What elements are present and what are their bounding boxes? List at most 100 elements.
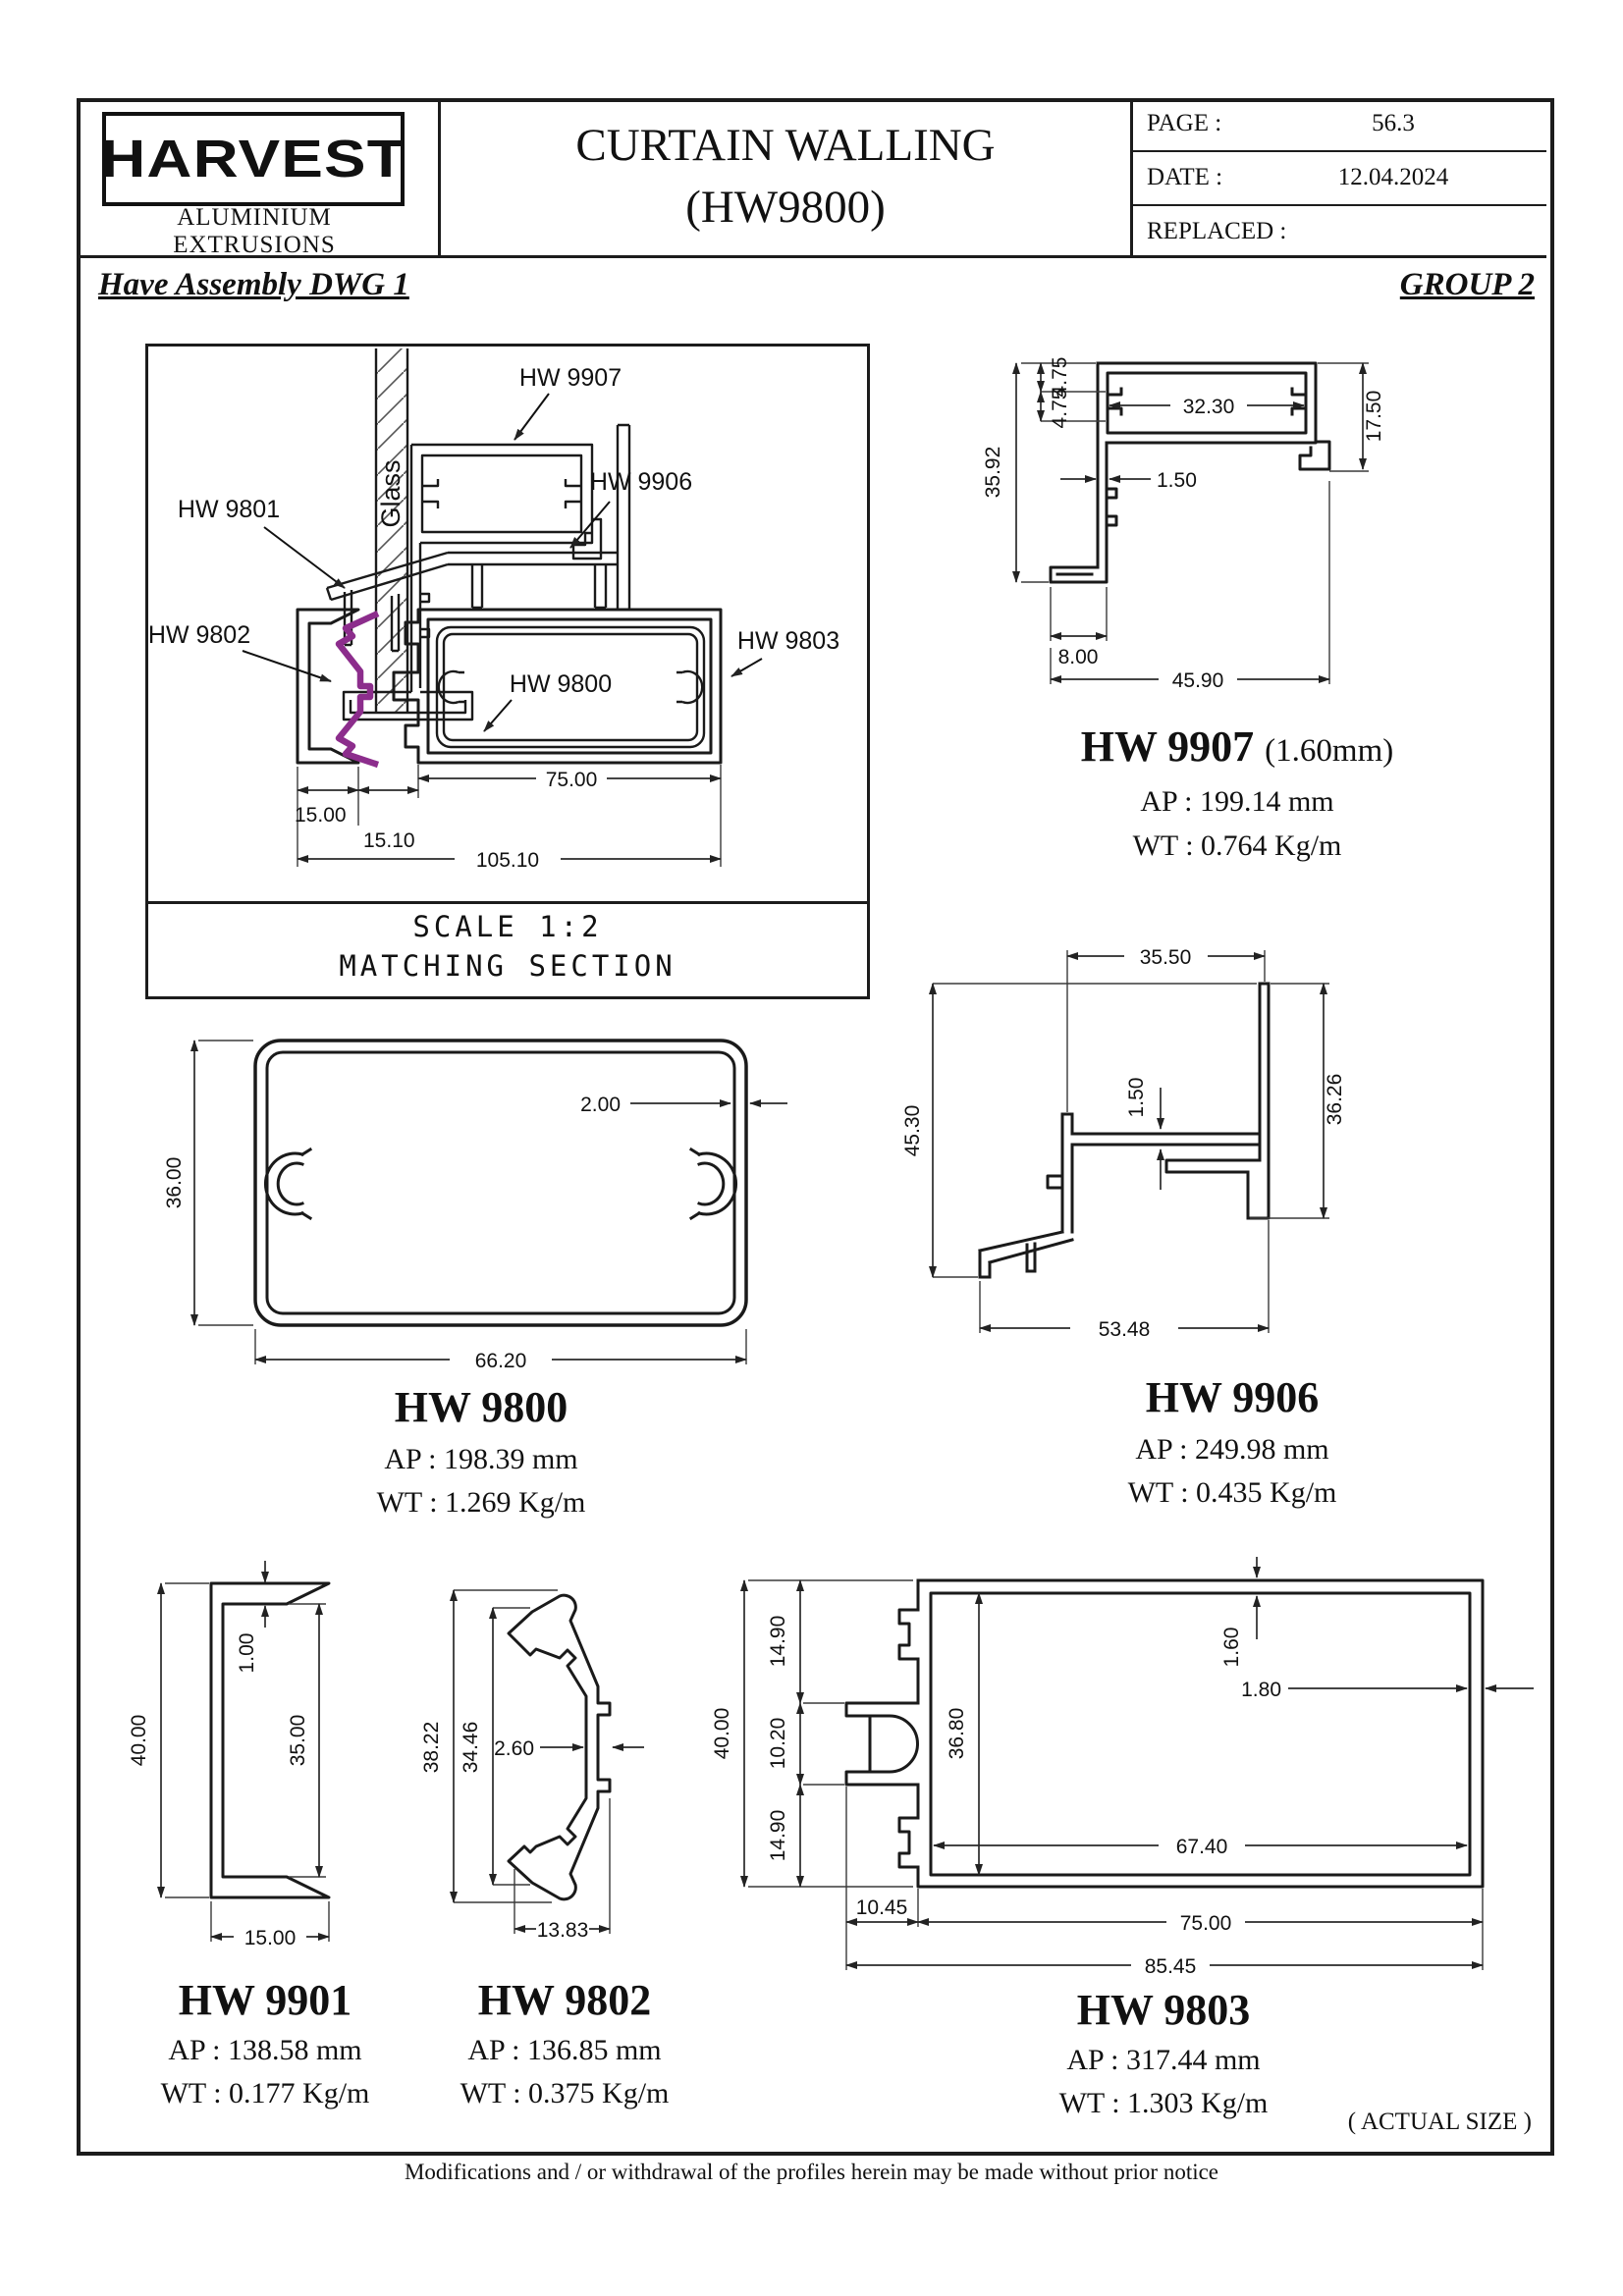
hw9907-dim-wall2: 4.75 [1049,389,1071,429]
assembly-hw9803-profile [392,608,723,765]
hw9906-dim-right: 36.26 [1324,1074,1346,1126]
page-title-line2: (HW9800) [685,182,886,233]
hw9802-dim-outer: 38.22 [422,1722,443,1774]
hw9907-dim-wall: 1.50 [1157,469,1197,492]
hw9803-dim-inner-w: 67.40 [1176,1836,1228,1858]
hw9907-drawing: 35.92 4.75 4.75 32.30 17.50 1.50 8.00 45… [982,357,1385,692]
assembly-hw9906-profile [325,423,631,653]
hw9906-dim-left: 45.30 [903,1105,924,1157]
assembly-label-hw9800: HW 9800 [510,670,612,698]
title-cell: CURTAIN WALLING (HW9800) [441,98,1133,255]
date-value: 12.04.2024 [1337,164,1449,190]
hw9803-drawing: 40.00 14.90 10.20 14.90 36.80 1.60 1.80 … [711,1557,1534,1978]
hw9800-extension-lines [198,1040,747,1364]
assembly-extension-lines [297,765,722,867]
hw9906-title: HW 9906 [1145,1373,1320,1421]
assembly-dim-15: 15.00 [295,804,347,827]
hw9901-drawing: 40.00 1.00 35.00 15.00 [128,1561,331,1949]
hw9802-dim-inner: 34.46 [460,1722,482,1774]
page-label: PAGE : [1147,110,1222,136]
hw9803-dim-mid: 10.20 [767,1718,789,1770]
hw9907-dim-wall1: 4.75 [1049,357,1071,398]
group-label: GROUP 2 [1399,267,1535,302]
page-title-line1: CURTAIN WALLING [575,119,996,171]
hw9800-dim-width: 66.20 [475,1350,527,1372]
page-border [77,98,1554,2156]
replaced-label: REPLACED : [1147,218,1287,244]
hw9901-dim-wall: 1.00 [236,1633,258,1674]
hw9803-dim-bottom: 14.90 [767,1810,789,1862]
hw9800-profile [253,1039,748,1327]
logo-box: HARVEST [100,112,406,206]
hw9901-title: HW 9901 [178,1976,352,2024]
assembly-label-hw9907: HW 9907 [519,364,622,392]
hw9906-drawing: 35.50 45.30 1.50 36.26 53.48 [903,946,1346,1341]
hw9802-extension-lines [454,1589,611,1934]
assembly-label-hw9802: HW 9802 [148,621,250,649]
assembly-hw9801-profile [296,608,360,765]
scale-caption-box: SCALE 1:2 MATCHING SECTION [148,901,867,996]
hw9906-dim-wall: 1.50 [1125,1078,1148,1118]
assembly-hw9802-profile [335,611,380,769]
page-value: 56.3 [1372,110,1415,136]
hw9802-drawing: 38.22 34.46 2.60 13.83 [422,1589,644,1942]
hw9803-dim-height: 40.00 [711,1708,733,1760]
date-label: DATE : [1147,164,1223,190]
assembly-label-hw9803: HW 9803 [737,627,839,655]
hw9800-dim-lines [190,1040,787,1363]
meta-date-row: DATE : 12.04.2024 [1133,152,1546,204]
hw9907-dim-foot: 8.00 [1058,646,1099,668]
hw9802-ap: AP : 136.85 mm [467,2034,662,2066]
hw9901-extension-lines [165,1582,330,1942]
logo-cell: HARVEST ALUMINIUM EXTRUSIONS [77,98,441,258]
header: HARVEST ALUMINIUM EXTRUSIONS CURTAIN WAL… [77,98,1546,258]
hw9803-profile [844,1578,1485,1889]
hw9901-ap: AP : 138.58 mm [168,2034,362,2066]
hw9901-dim-width: 15.00 [244,1927,297,1949]
hw9802-title: HW 9802 [477,1976,652,2024]
hw9803-extension-lines [748,1579,1484,1970]
meta-divider-2 [1133,204,1546,206]
glass-label: Glass [376,459,406,527]
hw9802-wt: WT : 0.375 Kg/m [460,2077,670,2109]
assembly-dim-75: 75.00 [546,769,598,791]
hw9901-profile [209,1581,331,1899]
hw9907-dim-height: 35.92 [982,447,1004,499]
hw9803-dim-inner-h: 36.80 [946,1708,968,1760]
glass-edges [374,348,409,712]
hw9907-title: HW 9907 (1.60mm) [923,721,1551,772]
hw9803-wt: WT : 1.303 Kg/m [1058,2087,1269,2119]
hw9906-dim-top: 35.50 [1140,946,1192,969]
hw9901-dim-height: 40.00 [128,1715,150,1767]
hw9906-wt: WT : 0.435 Kg/m [1127,1476,1337,1509]
hw9802-dim-width: 13.83 [537,1919,589,1942]
hw9901-dim-lines [157,1561,330,1941]
hw9906-ap: AP : 249.98 mm [1135,1433,1329,1466]
hw9803-dim-lines [740,1557,1534,1969]
hw9803-dim-wall-right: 1.80 [1241,1679,1281,1701]
hw9803-title: HW 9803 [1076,1986,1251,2034]
assembly-hw9907-profile [342,443,603,721]
hw9907-ap: AP : 199.14 mm [1140,785,1334,818]
brand-logo: HARVEST [100,130,406,188]
hw9802-profile [507,1593,612,1901]
assembly-dim-10510: 105.10 [476,849,539,872]
meta-replaced-row: REPLACED : [1133,206,1546,258]
hw9906-profile [978,982,1271,1279]
hw9907-dim-lines [1012,362,1367,683]
actual-size-note: ( ACTUAL SIZE ) [1347,2109,1532,2135]
hw9803-dim-body: 75.00 [1180,1912,1232,1935]
hw9907-wt: WT : 0.764 Kg/m [1132,829,1342,862]
assembly-drawing: Glass [148,348,839,872]
hw9802-dim-wall: 2.60 [494,1737,534,1760]
assembly-label-hw9906: HW 9906 [590,468,692,496]
hw9803-dim-total: 85.45 [1145,1955,1197,1978]
meta-divider-1 [1133,150,1546,152]
meta-cell: PAGE : 56.3 DATE : 12.04.2024 REPLACED : [1133,98,1546,255]
hw9901-wt: WT : 0.177 Kg/m [160,2077,370,2109]
glass-pane [376,348,407,712]
hw9800-drawing: 36.00 2.00 66.20 [163,1039,787,1372]
matching-section-label: MATCHING SECTION [339,949,676,983]
meta-page-row: PAGE : 56.3 [1133,98,1546,150]
assembly-dwg-title: Have Assembly DWG 1 [98,267,409,302]
